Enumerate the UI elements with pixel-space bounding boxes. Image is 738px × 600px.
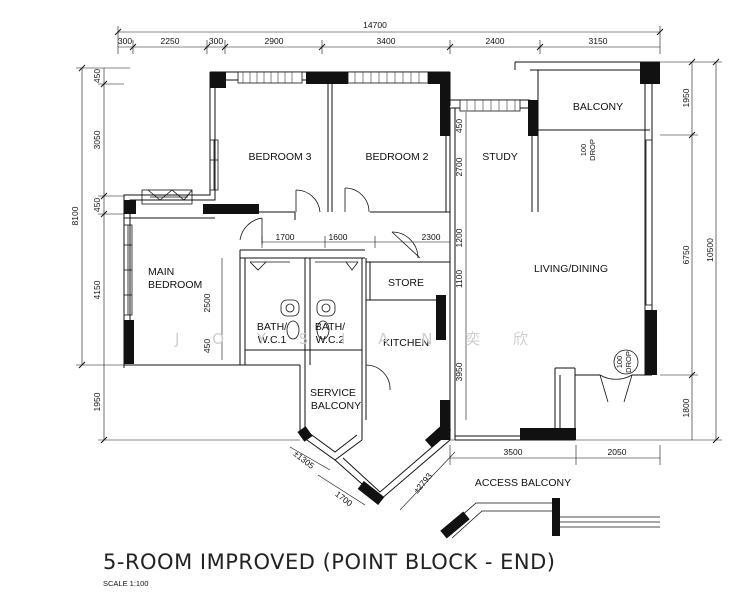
dim-overall-top: 14700 <box>363 20 387 30</box>
door-kitchen-service <box>365 364 391 391</box>
door-bedroom2 <box>344 187 370 213</box>
dim-top-seg-1: 300 <box>118 36 132 46</box>
dim-overall-right: 10500 <box>705 238 715 262</box>
room-access-balcony: ACCESS BALCONY <box>475 477 571 489</box>
dim-top-seg-5: 3400 <box>377 36 396 46</box>
room-service-balcony-line1: SERVICE <box>310 387 356 399</box>
room-balcony: BALCONY <box>573 101 623 113</box>
door-entry <box>599 374 633 403</box>
dim-bottom-seg-2: 2050 <box>608 447 627 457</box>
room-bath-wc1-line2: W.C.1 <box>258 334 287 346</box>
door-bedroom3 <box>295 189 321 213</box>
dim-1100: 1100 <box>454 270 464 289</box>
dim-left-seg-2: 3050 <box>92 130 102 149</box>
window-study <box>459 99 521 112</box>
room-bedroom-2: BEDROOM 2 <box>365 151 428 163</box>
room-bedroom-3: BEDROOM 3 <box>248 151 311 163</box>
door-main-bedroom <box>239 217 263 244</box>
dim-overall-left: 8100 <box>70 206 80 225</box>
dim-1200: 1200 <box>454 228 464 247</box>
room-bath-wc2-line2: W.C.2 <box>316 334 345 346</box>
drop-balcony-label: DROP <box>588 139 597 161</box>
door-bath2 <box>315 261 359 271</box>
access-balcony-walls <box>440 498 560 539</box>
window-bedroom3-side <box>209 139 219 191</box>
dim-left-seg-4: 4150 <box>92 280 102 299</box>
drop-notes: 100 DROP 100 DROP <box>579 139 639 375</box>
dim-450-study: 450 <box>454 119 464 133</box>
dim-left-seg-5: 1950 <box>92 392 102 411</box>
dim-2700: 2700 <box>454 157 464 176</box>
dim-2793: ±2793 <box>411 471 434 496</box>
dim-top-seg-2: 2250 <box>161 36 180 46</box>
room-service-balcony-line2: BALCONY <box>311 400 361 412</box>
door-bath1 <box>249 261 290 271</box>
drop-balcony-value: 100 <box>579 144 588 157</box>
door-wardrobe <box>141 189 193 205</box>
room-living-dining: LIVING/DINING <box>534 263 608 275</box>
room-labels: BEDROOM 3 BEDROOM 2 STUDY BALCONY MAIN B… <box>148 101 623 489</box>
dimension-labels: 14700 300 2250 300 2900 3400 2400 3150 8… <box>70 20 715 509</box>
dim-top-seg-4: 2900 <box>265 36 284 46</box>
dim-450-bath: 450 <box>202 339 212 353</box>
dim-right-seg-1: 1950 <box>681 88 691 107</box>
dim-1700-diag: 1700 <box>333 489 354 509</box>
thick-walls <box>124 62 660 505</box>
window-bedroom2 <box>347 71 429 84</box>
dim-1700: 1700 <box>276 232 295 242</box>
dim-top-seg-7: 3150 <box>589 36 608 46</box>
dim-left-seg-3: 450 <box>92 198 102 212</box>
dim-left-seg-1: 450 <box>92 69 102 83</box>
dim-top-seg-3: 300 <box>209 36 223 46</box>
drop-entry-value: 100 <box>615 356 624 369</box>
watermark: J O Y S I A N 奕 欣 <box>174 330 542 348</box>
room-main-bedroom-line2: BEDROOM <box>148 279 202 291</box>
dim-2500: 2500 <box>202 293 212 312</box>
window-bedroom3 <box>237 71 303 84</box>
room-main-bedroom-line1: MAIN <box>148 266 174 278</box>
doors <box>141 187 660 539</box>
drop-entry-circle <box>613 349 639 375</box>
basin-fixtures <box>280 299 336 340</box>
room-bath-wc1-line1: BATH/ <box>257 321 287 333</box>
door-store <box>391 231 421 259</box>
room-bath-wc2-line1: BATH/ <box>315 321 345 333</box>
room-study: STUDY <box>482 151 518 163</box>
dimension-lines <box>76 26 722 511</box>
plan-title: 5-ROOM IMPROVED (POINT BLOCK - END) <box>103 550 555 574</box>
dim-3950: 3950 <box>454 362 464 381</box>
room-kitchen: KITCHEN <box>383 337 429 349</box>
window-living-right <box>645 139 653 306</box>
plan-scale: SCALE 1:100 <box>103 579 148 588</box>
dim-bottom-seg-1: 3500 <box>504 447 523 457</box>
dim-right-seg-2: 6750 <box>681 245 691 264</box>
dim-2300: 2300 <box>422 232 441 242</box>
window-main-bedroom-left <box>123 224 133 316</box>
drop-entry-label: DROP <box>624 351 633 373</box>
windows <box>123 71 653 425</box>
room-store: STORE <box>388 277 424 289</box>
dim-top-seg-6: 2400 <box>486 36 505 46</box>
dim-right-seg-3: 1800 <box>681 398 691 417</box>
dim-1600: 1600 <box>329 232 348 242</box>
dim-1305: ±1305 <box>291 448 316 471</box>
